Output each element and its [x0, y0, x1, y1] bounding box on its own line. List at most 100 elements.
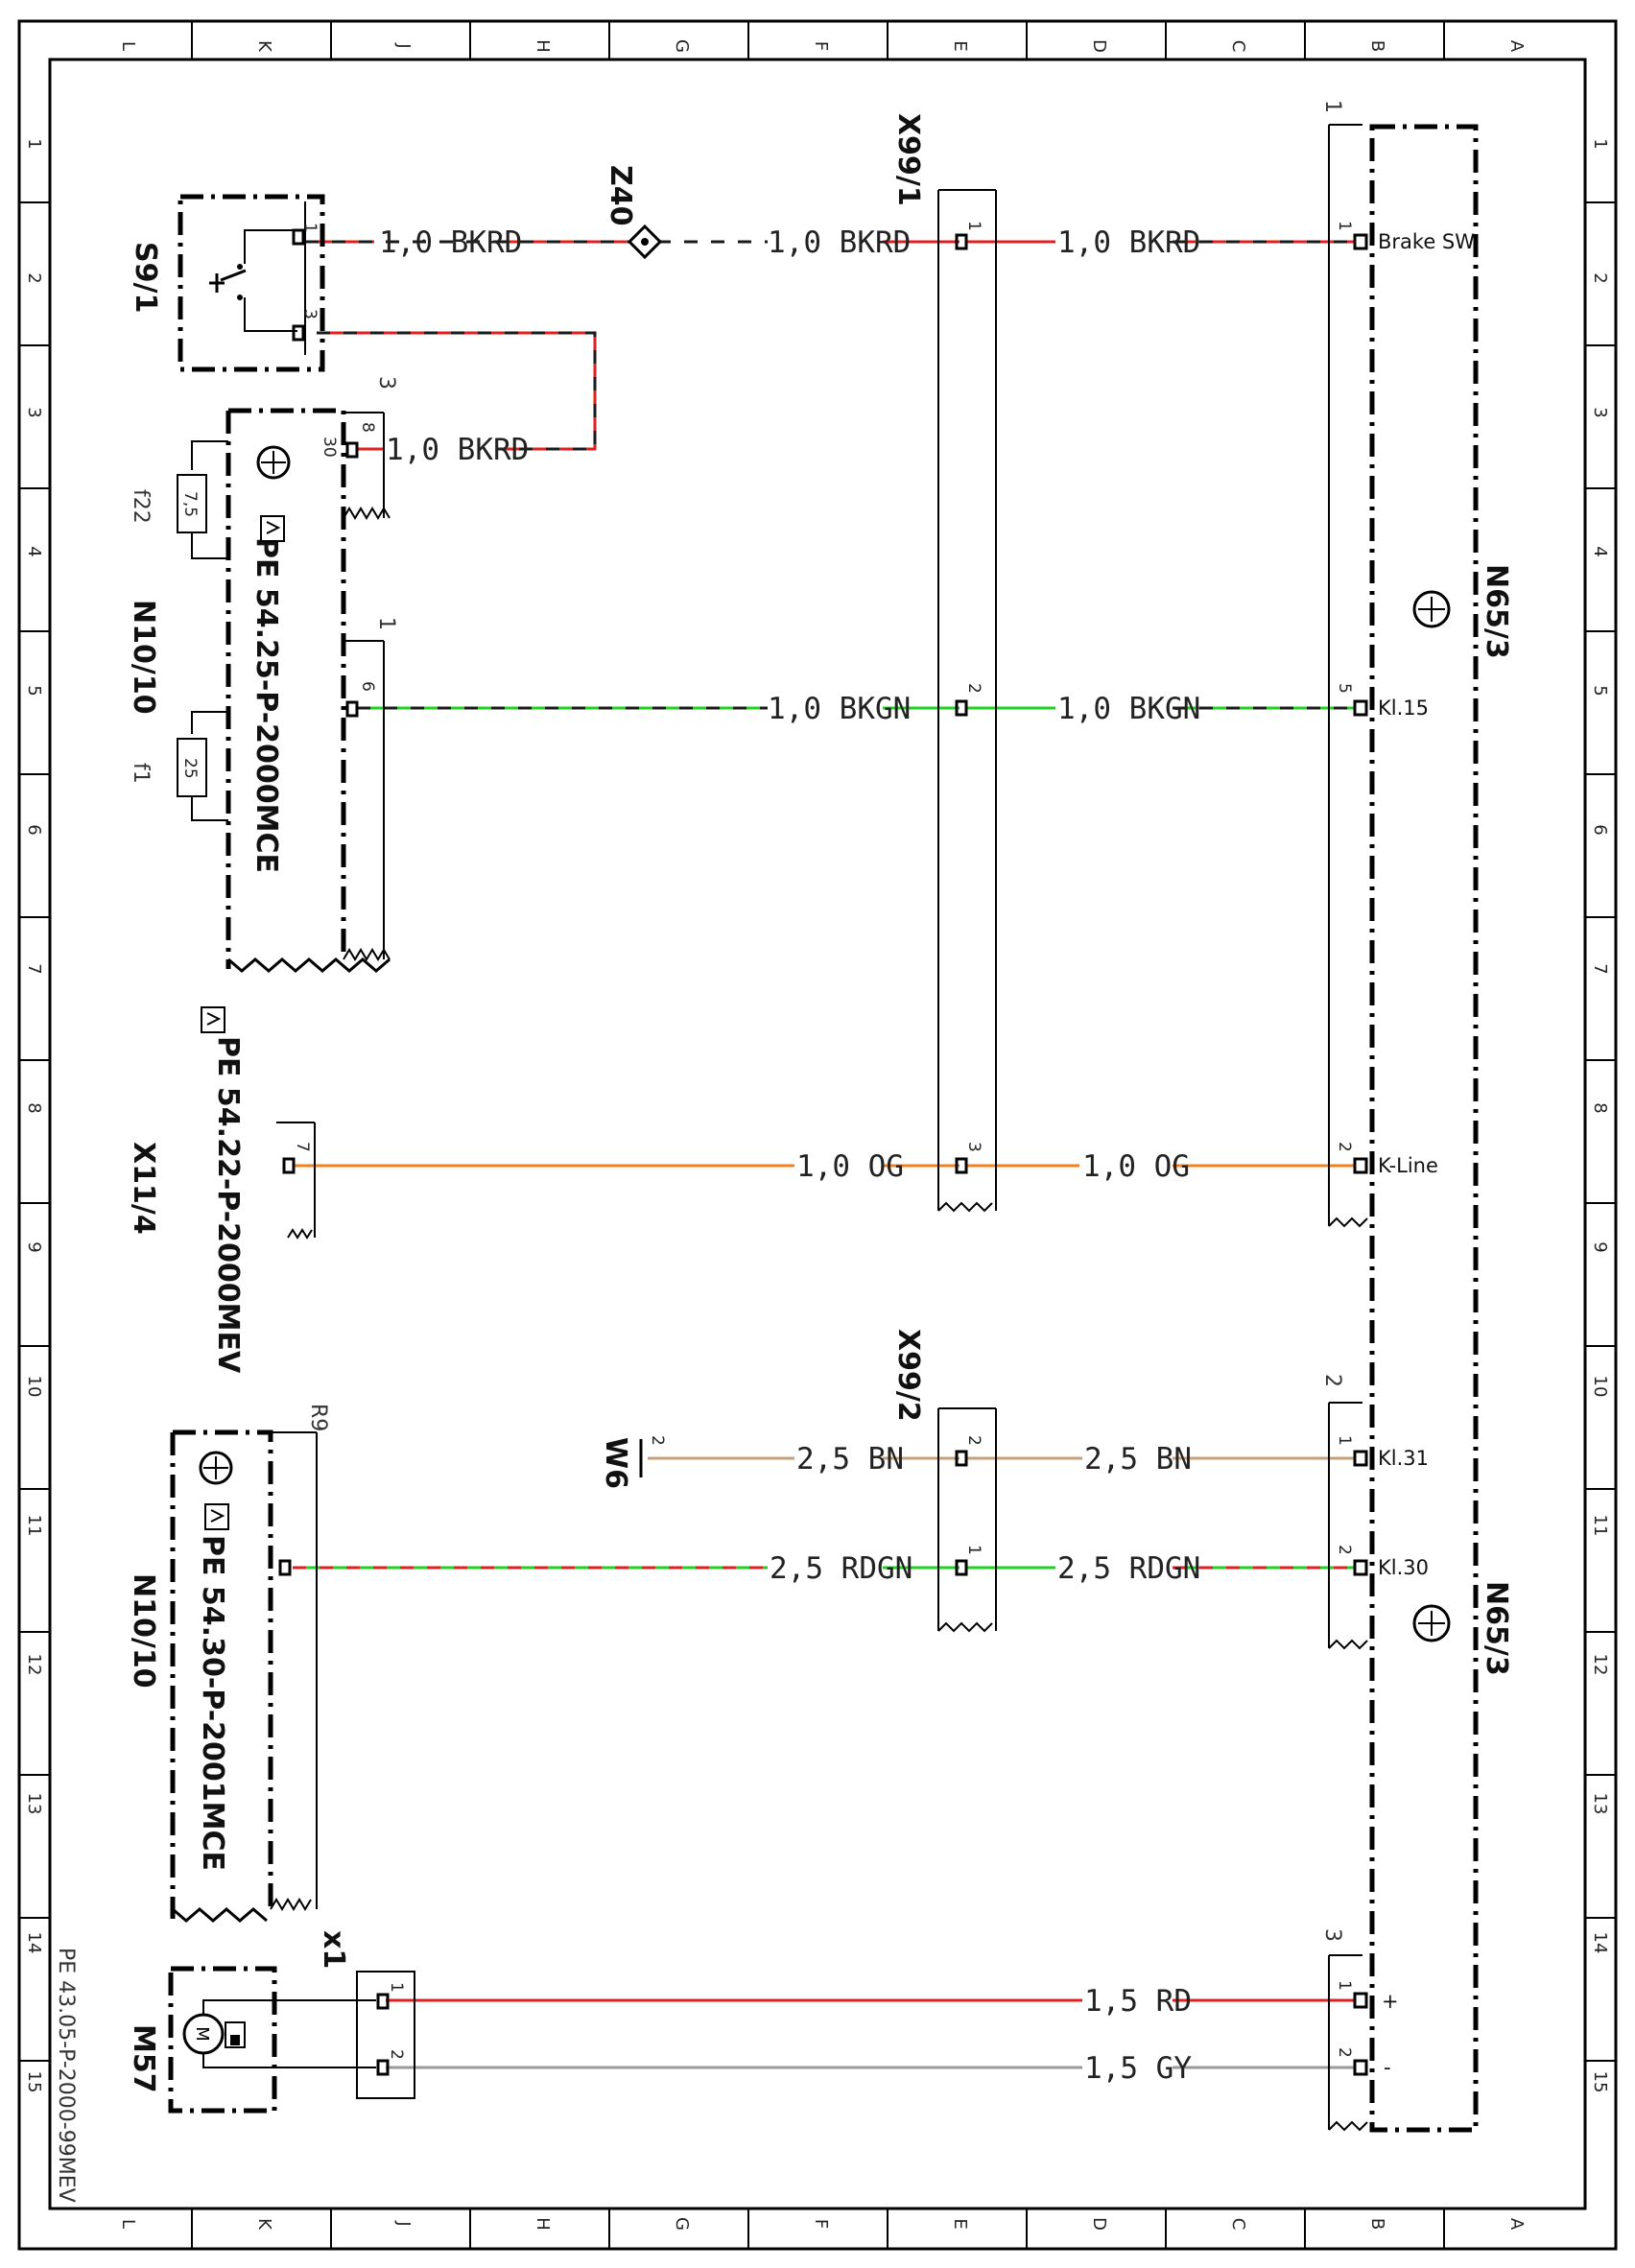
pin-number: 1	[964, 1545, 983, 1555]
row-number: 14	[24, 1932, 44, 1954]
n10-10-lower-label: N10/10	[127, 1573, 160, 1689]
fuse-value: 7,5	[180, 491, 200, 517]
wires	[293, 240, 1355, 2069]
pin-number: 2	[387, 2049, 406, 2060]
connector-group-number: 3	[1320, 1928, 1344, 1942]
connector-group-number: 2	[1320, 1374, 1344, 1387]
x99-2-connector	[937, 1407, 997, 1633]
n10-10-lower-module	[170, 1429, 318, 1923]
row-number: 6	[1590, 824, 1610, 835]
col-letter: B	[1367, 40, 1387, 52]
transistor-icon	[1412, 590, 1451, 628]
transistor-icon	[1412, 1604, 1451, 1642]
signal-kl31: Kl.31	[1378, 1447, 1429, 1470]
m57-label: M57	[127, 2024, 160, 2093]
fuse-f1-label: f1	[129, 763, 153, 784]
wire-label: 1,0 BKRD	[1057, 225, 1200, 260]
r9-label: R9	[306, 1404, 330, 1431]
col-letter: C	[1228, 2218, 1248, 2231]
col-letter: J	[393, 2220, 414, 2226]
col-letter: E	[950, 40, 970, 51]
wire-label: 1,5 GY	[1084, 2051, 1192, 2086]
row-number: 14	[1590, 1932, 1610, 1954]
row-number: 8	[1590, 1102, 1610, 1113]
col-letter: F	[811, 41, 831, 51]
pin-number: 3	[964, 1142, 983, 1152]
row-number: 15	[24, 2071, 44, 2093]
row-number: 3	[1590, 407, 1610, 417]
wire-label: 1,0 OG	[796, 1149, 904, 1184]
col-letter: B	[1367, 2218, 1387, 2230]
column-letters-bottom: L K J H G F E D C B A	[118, 2217, 1527, 2231]
signal-kl30: Kl.30	[1378, 1556, 1429, 1579]
x11-4-label: X11/4	[127, 1142, 160, 1235]
row-number: 2	[24, 272, 44, 283]
pin-number: 6	[358, 681, 377, 692]
wire-label: 1,0 BKRD	[768, 225, 911, 260]
col-letter: J	[393, 42, 414, 48]
connector-group-number: 3	[374, 376, 398, 390]
pin-number: 30	[320, 437, 339, 458]
m57-motor	[168, 1966, 376, 2114]
col-letter: F	[811, 2219, 831, 2229]
n65-3-top-label: N65/3	[1480, 564, 1513, 659]
x99-1-label: X99/1	[891, 113, 925, 206]
pin-number: 3	[300, 309, 320, 319]
row-number: 12	[1590, 1654, 1610, 1676]
col-letter: H	[533, 2217, 553, 2231]
col-letter: L	[118, 41, 138, 51]
pin-number: 8	[358, 422, 377, 433]
row-number: 4	[1590, 546, 1610, 556]
inner-frame	[48, 58, 1587, 2210]
col-letter: D	[1089, 2217, 1109, 2231]
pin-number: 1	[300, 223, 320, 233]
connector-group-number: 1	[374, 617, 398, 630]
wire-label: 2,5 BN	[1084, 1442, 1192, 1477]
wire-label: 1,0 OG	[1082, 1149, 1190, 1184]
pin-number: 1	[1335, 1980, 1354, 1991]
z40-label: Z40	[604, 165, 637, 226]
pin-number: 2	[1335, 1142, 1354, 1152]
col-letter: D	[1089, 39, 1109, 53]
signal-kl15: Kl.15	[1378, 697, 1429, 720]
z40-splice-icon	[627, 224, 663, 260]
wire-labels: 1,0 BKRD 1,0 BKRD 1,0 BKRD 1,0 BKRD 1,0 …	[379, 225, 1200, 2086]
wire-label: 1,0 BKGN	[768, 692, 911, 726]
col-letter: G	[672, 39, 692, 53]
row-number: 10	[24, 1376, 44, 1398]
x1-connector	[356, 1971, 415, 2099]
row-number: 3	[24, 407, 44, 417]
row-number: 1	[24, 138, 44, 149]
n10-10-upper-module	[177, 408, 391, 973]
grid-ticks	[19, 21, 1616, 2249]
col-letter: K	[254, 40, 274, 53]
pin-number: 5	[1335, 683, 1354, 694]
pin-number: 1	[1335, 221, 1354, 231]
signal-kline: K-Line	[1378, 1154, 1438, 1177]
fuse-value: 25	[180, 758, 200, 779]
s9-1-label: S9/1	[129, 242, 162, 313]
pin-number: 1	[387, 1982, 406, 1993]
x99-1-connector	[937, 189, 997, 1213]
col-letter: K	[254, 2218, 274, 2231]
wire-label: 2,5 RDGN	[1057, 1551, 1200, 1586]
n10-10-upper-label: N10/10	[127, 600, 160, 715]
hand-pointer-icon	[201, 1006, 225, 1033]
wire-bkrd-s9-n10	[317, 331, 597, 451]
signal-brake-sw: Brake SW	[1378, 230, 1475, 253]
hand-pointer-icon	[260, 515, 285, 542]
svg-text:M: M	[192, 2026, 212, 2042]
wire-label: 2,5 BN	[796, 1442, 904, 1477]
wire-label: 1,0 BKRD	[386, 433, 529, 467]
row-number: 11	[24, 1515, 44, 1537]
row-number: 1	[1590, 138, 1610, 149]
n65-3-bottom-label: N65/3	[1480, 1581, 1513, 1676]
row-number: 7	[24, 963, 44, 974]
reference-pe-54-30: PE 54.30-P-2001MCE	[196, 1535, 229, 1871]
x1-label: x1	[317, 1930, 350, 1969]
row-number: 12	[24, 1654, 44, 1676]
col-letter: H	[533, 39, 553, 53]
row-number: 13	[1590, 1793, 1610, 1815]
row-numbers-left: 1 2 3 4 5 6 7 8 9 10 11 12 13 14 15	[24, 138, 44, 2092]
